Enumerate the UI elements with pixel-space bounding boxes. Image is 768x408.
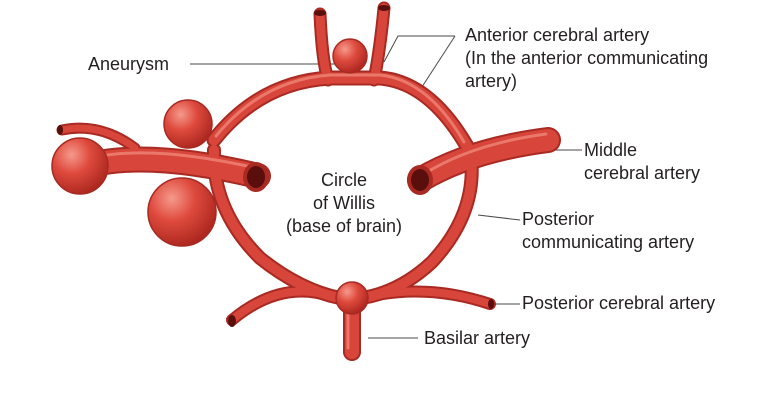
label-middle-cerebral-line2: cerebral artery bbox=[584, 163, 701, 183]
aneurysm-top bbox=[332, 38, 368, 74]
lumen-aca-right bbox=[378, 5, 390, 11]
label-anterior-note-line2: artery) bbox=[465, 71, 518, 91]
leader-anterior-extension bbox=[419, 35, 456, 91]
aneurysm-left-lower bbox=[147, 177, 217, 247]
vessel-openings bbox=[57, 5, 494, 327]
aneurysm-sacs bbox=[51, 38, 369, 315]
lumen-aca-left bbox=[314, 10, 326, 16]
label-circle-line2: of Willis bbox=[313, 193, 375, 213]
label-aneurysm: Aneurysm bbox=[88, 54, 170, 74]
label-circle-line3: (base of brain) bbox=[285, 216, 403, 236]
label-middle-cerebral-line1: Middle bbox=[584, 140, 638, 160]
label-posterior-communicating-line1: Posterior bbox=[522, 209, 595, 229]
label-anterior-note-line1: (In the anterior communicating bbox=[465, 48, 709, 68]
label-basilar-artery: Basilar artery bbox=[424, 328, 531, 348]
circle-top-arch bbox=[206, 70, 476, 156]
aneurysm-far-left bbox=[51, 137, 109, 195]
label-posterior-communicating-line2: communicating artery bbox=[522, 232, 695, 252]
label-circle-line1: Circle bbox=[320, 170, 367, 190]
leader-posterior-communicating bbox=[477, 214, 521, 221]
lumen-pca-right bbox=[488, 299, 494, 309]
lumen-pca-left bbox=[228, 315, 236, 327]
aneurysm-left-upper bbox=[163, 99, 213, 149]
label-anterior-cerebral-artery: Anterior cerebral artery bbox=[465, 25, 650, 45]
leader-anterior-cerebral bbox=[383, 35, 455, 63]
aneurysm-basilar bbox=[335, 281, 369, 315]
label-posterior-cerebral-artery: Posterior cerebral artery bbox=[522, 293, 716, 313]
lumen-small-branch bbox=[57, 125, 63, 135]
